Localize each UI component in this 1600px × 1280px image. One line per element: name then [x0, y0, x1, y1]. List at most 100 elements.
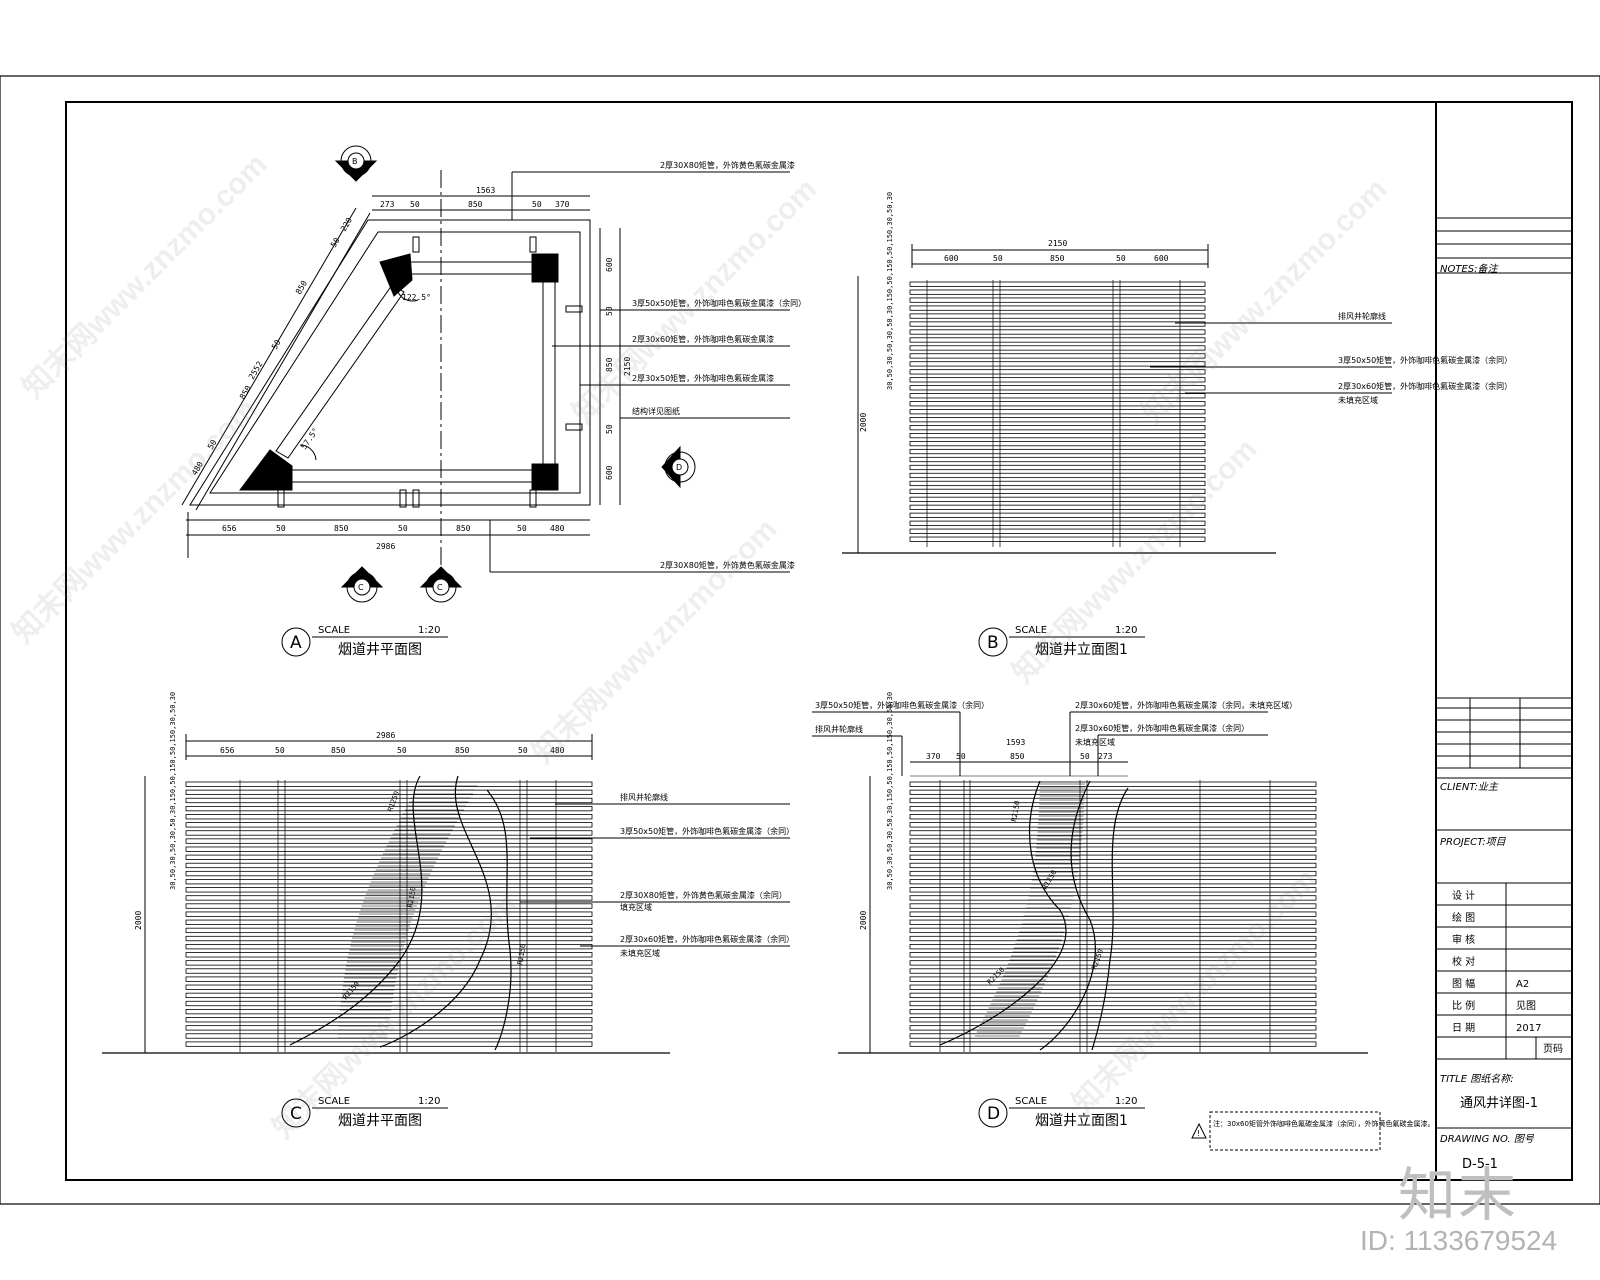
note-text: 注：30x60矩管外饰咖啡色氟碳金属漆（余同），外饰黄色氟碳金属漆。: [1213, 1119, 1434, 1128]
elev-c-radius-2: R2150: [516, 943, 528, 965]
slat: [909, 353, 1206, 359]
slat: [185, 887, 593, 893]
slat: [909, 417, 1206, 423]
slat: [909, 393, 1206, 399]
slat: [185, 862, 593, 869]
view-a-name: 烟道井平面图: [338, 642, 422, 658]
slat: [909, 345, 1206, 351]
slat: [185, 870, 593, 877]
plan-top-dim-1: 50: [410, 200, 420, 209]
drawing-no-label: DRAWING NO. 图号: [1440, 1134, 1535, 1145]
slat: [909, 520, 1206, 526]
elev-c-radius-0: R1250: [386, 790, 401, 813]
view-b-scale: SCALE: [1015, 625, 1047, 636]
plan-callouts-right: 3厚50x50矩管，外饰咖啡色氟碳金属漆（余同）2厚30x60矩管，外饰咖啡色氟…: [632, 298, 806, 416]
slat: [909, 960, 1317, 966]
slat: [909, 289, 1206, 295]
section-marker-right[interactable]: [661, 445, 696, 489]
slat: [185, 927, 593, 934]
elev-c-callout-4: 2厚30x60矩管，外饰咖啡色氟碳金属漆（余同）: [620, 934, 794, 944]
elev-c-dim-6: 480: [550, 746, 565, 755]
slat: [185, 952, 593, 958]
plan-bottom-dim-3: 50: [398, 524, 408, 533]
slat: [909, 433, 1206, 439]
plan-frame-bottom: [289, 469, 537, 483]
view-b-letter: B: [987, 633, 999, 653]
plan-left-dim-3: 50: [270, 338, 283, 351]
elev-b-dim-1: 50: [993, 254, 1003, 263]
slat: [185, 805, 593, 812]
slat: [185, 789, 593, 795]
elev-d-hatch: [974, 783, 1085, 1037]
plan-callout-top: 2厚30X80矩管，外饰黄色氟碳金属漆: [660, 160, 795, 170]
plan-bottom-dim-2: 850: [334, 524, 349, 533]
plan-post-bottom-right[interactable]: [531, 463, 559, 491]
view-d-letter: D: [987, 1104, 1000, 1124]
title-row-value-4: A2: [1516, 979, 1529, 990]
slat: [909, 440, 1206, 447]
elev-b-total: 2150: [1048, 239, 1067, 248]
elev-c-radius-1: R2150: [406, 886, 418, 908]
slat: [909, 488, 1206, 494]
image-id: ID: 1133679524: [1360, 1225, 1558, 1256]
plan-bottom-dim-5: 50: [517, 524, 527, 533]
slat: [909, 789, 1317, 795]
slat: [909, 496, 1206, 502]
elev-c-dim-4: 850: [455, 746, 470, 755]
slat: [909, 321, 1206, 327]
project-label: PROJECT:项目: [1440, 837, 1507, 848]
plan-post-top-right[interactable]: [531, 253, 559, 283]
slat: [909, 480, 1206, 487]
elev-c-dim-0: 656: [220, 746, 235, 755]
notes-label: NOTES:备注: [1440, 263, 1498, 275]
inner-border: [65, 101, 1573, 1181]
plan-top-dim-4: 370: [555, 200, 570, 209]
section-marker-bottom-right-label: C: [437, 583, 443, 592]
slat: [909, 297, 1206, 303]
elev-c-callout-3: 填充区域: [620, 902, 652, 912]
slat: [909, 814, 1317, 820]
plan-outer-outline: [189, 219, 591, 506]
slat: [185, 903, 593, 909]
plan-right-total: 2150: [623, 357, 632, 376]
elev-c-callout-5: 未填充区域: [620, 948, 660, 958]
slat: [185, 879, 593, 885]
elev-d-height: 2000: [859, 911, 868, 930]
elev-d-callout-right-2: 未填充区域: [1075, 737, 1115, 747]
slat: [909, 313, 1206, 319]
elev-b-callout-2: 2厚30x60矩管，外饰咖啡色氟碳金属漆（余同）: [1338, 381, 1512, 391]
plan-angle-bottom: 57.5°: [299, 426, 320, 451]
elevation-view-b: [842, 244, 1276, 554]
slat: [909, 464, 1206, 471]
elev-c-dim-3: 50: [397, 746, 407, 755]
slat: [185, 1033, 593, 1039]
slat: [909, 1000, 1317, 1007]
plan-inner-outline: [209, 231, 581, 494]
slat: [909, 862, 1317, 869]
section-marker-bottom-right[interactable]: [419, 566, 463, 603]
slat: [185, 830, 593, 836]
slat: [185, 781, 593, 787]
plan-bottom-dim-4: 850: [456, 524, 471, 533]
elev-c-leaders: [520, 803, 790, 947]
view-c-ratio: 1:20: [418, 1096, 440, 1107]
view-d-circle: [978, 1098, 1008, 1128]
section-marker-top-label: B: [352, 157, 358, 166]
slat: [909, 797, 1317, 804]
slat: [909, 512, 1206, 518]
elev-d-dim-1: 50: [956, 752, 966, 761]
elev-d-leaders: [812, 711, 1268, 776]
title-value: 通风井详图-1: [1460, 1096, 1538, 1111]
plan-post-top-left[interactable]: [379, 253, 413, 297]
slat: [909, 952, 1317, 958]
section-marker-top[interactable]: [334, 145, 378, 182]
section-marker-bottom-left[interactable]: [340, 566, 384, 603]
elev-b-dim-0: 600: [944, 254, 959, 263]
elev-c-callout-1: 3厚50x50矩管，外饰咖啡色氟碳金属漆（余同）: [620, 826, 794, 836]
slat: [909, 805, 1317, 812]
elev-c-vdims: 30,50,30,50,30,50,30,150,50,150,50,150,3…: [169, 692, 177, 890]
plan-post-bottom-left[interactable]: [239, 449, 293, 491]
